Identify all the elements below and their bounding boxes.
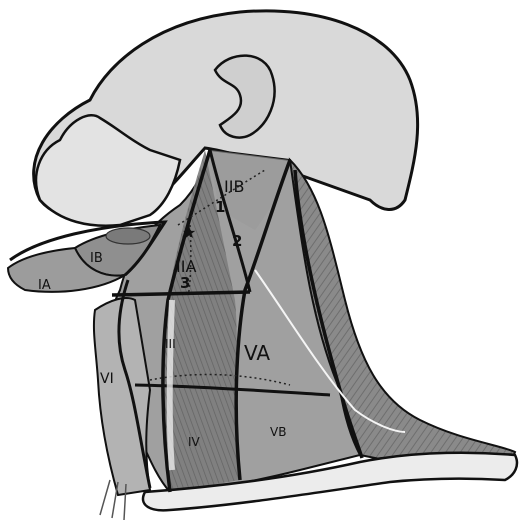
- label-2: 2: [232, 232, 242, 250]
- label-IA-left: IA: [38, 278, 51, 293]
- label-VA: VA: [244, 341, 270, 365]
- label-IB: IB: [90, 251, 103, 266]
- label-IV: IV: [188, 435, 201, 449]
- jugular-strip: [170, 300, 172, 470]
- label-III: III: [165, 337, 176, 351]
- label-star: ★: [182, 223, 196, 242]
- label-VB: VB: [270, 425, 286, 439]
- label-IIB: IIB: [224, 177, 244, 196]
- label-VI: VI: [100, 371, 114, 387]
- label-3: 3: [180, 274, 190, 292]
- submandibular-gland: [106, 228, 150, 244]
- label-1: 1: [215, 198, 225, 216]
